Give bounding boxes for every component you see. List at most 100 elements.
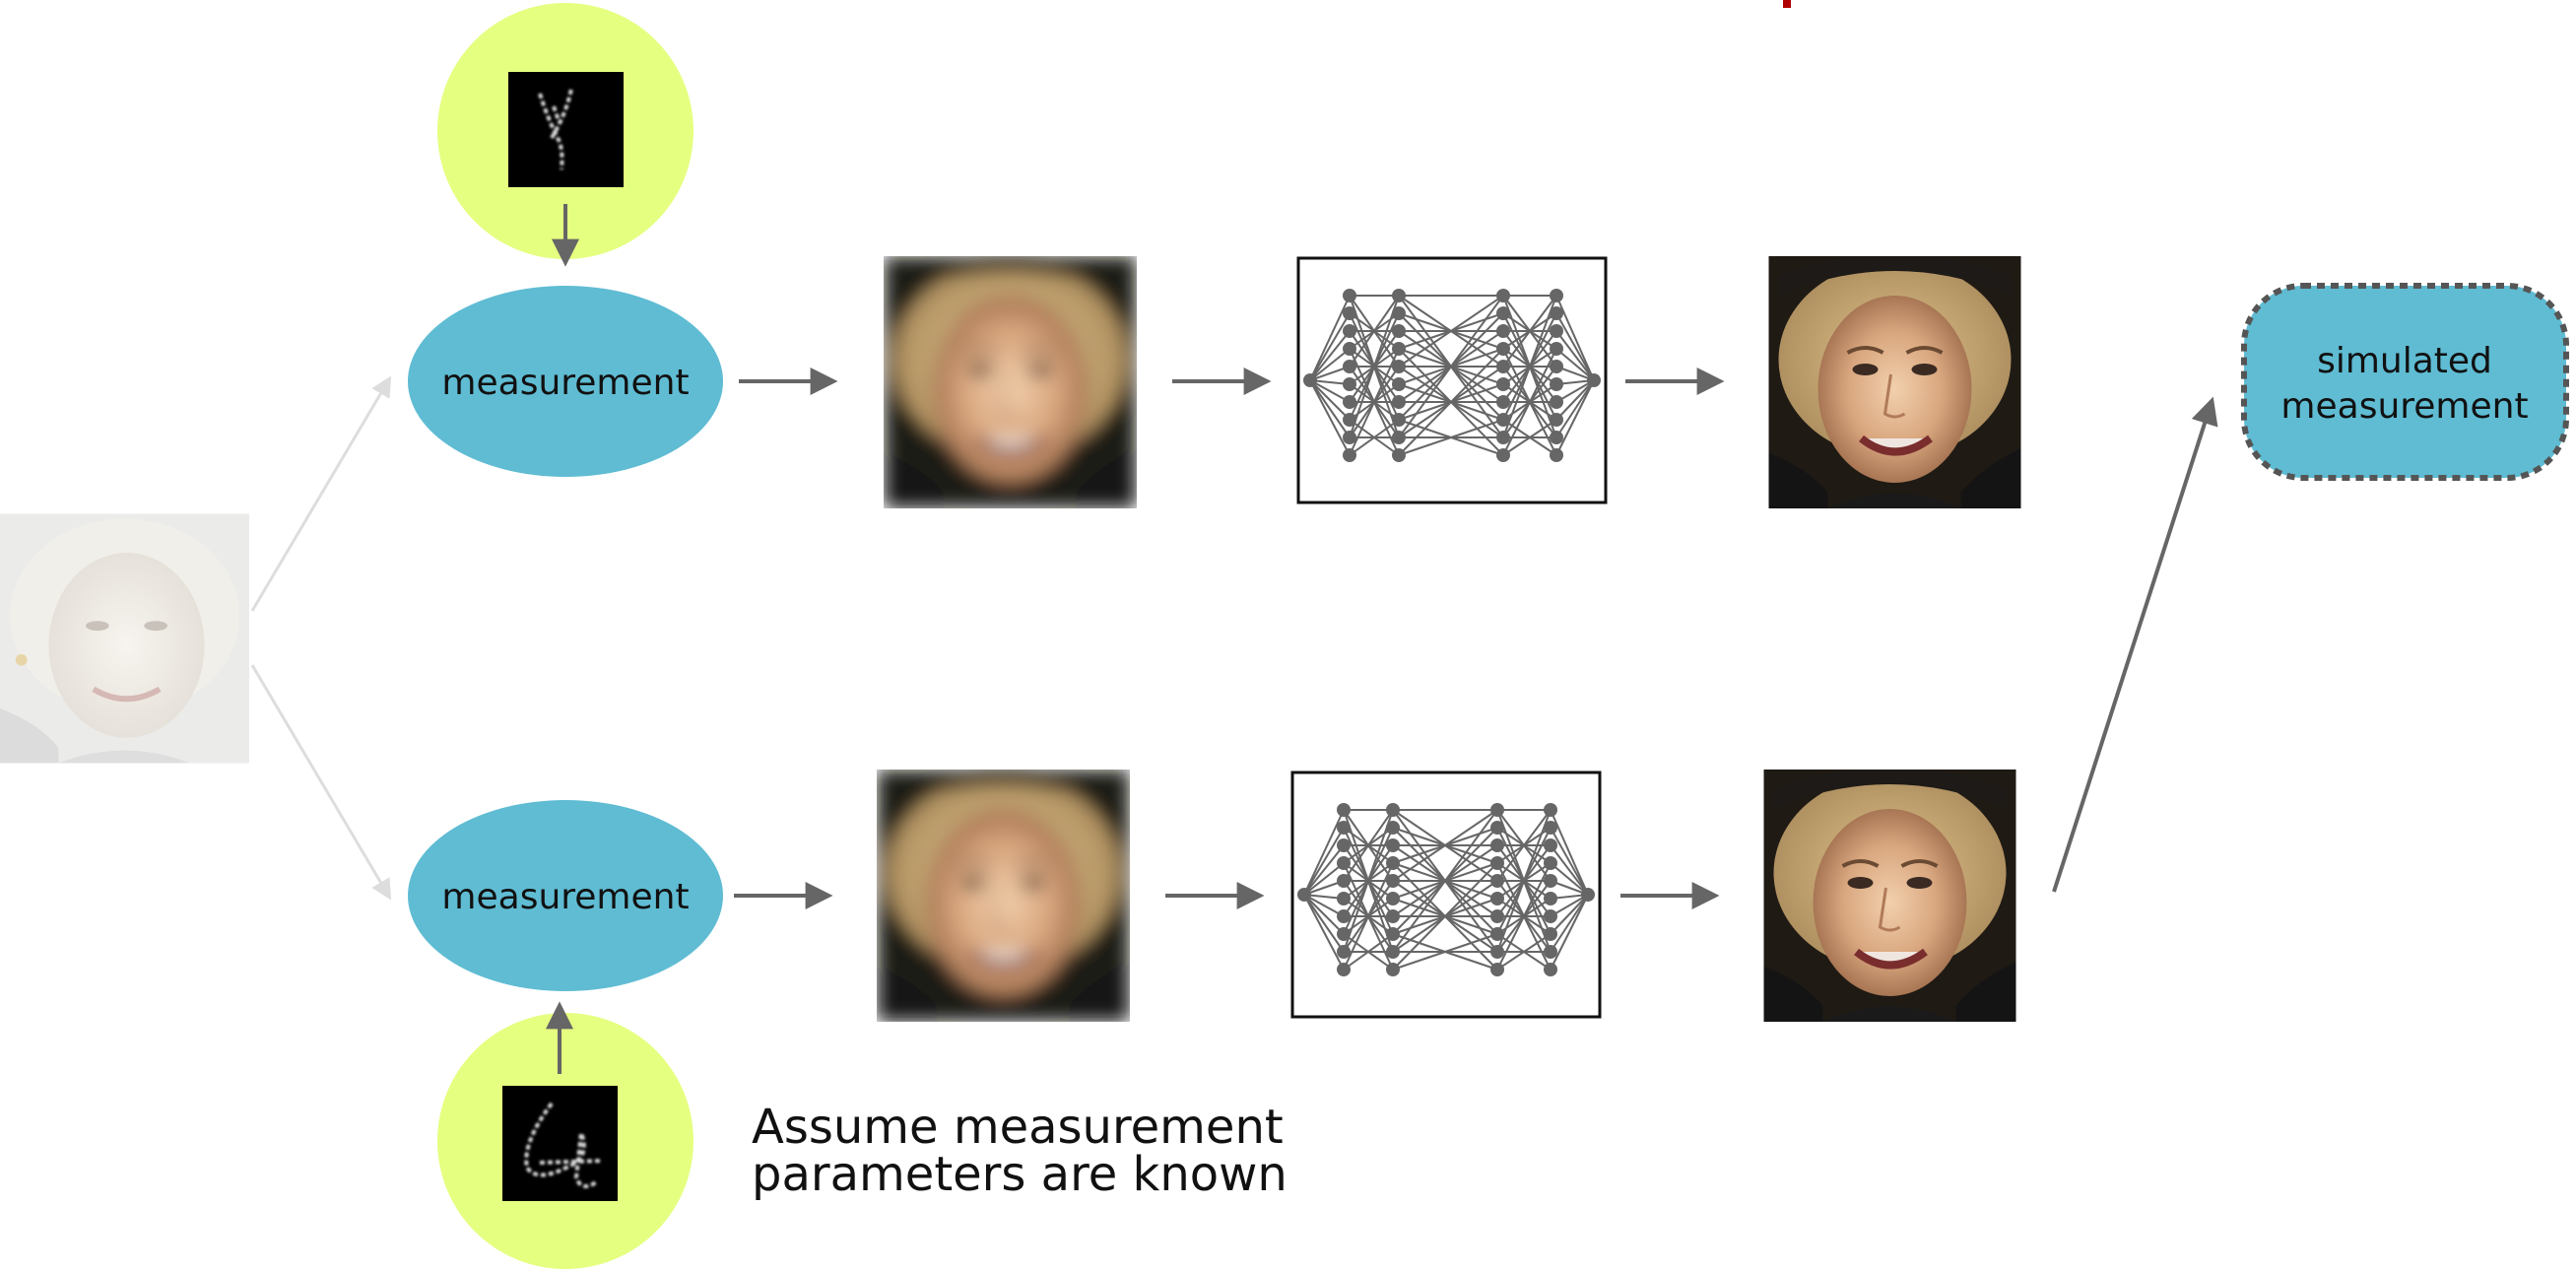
network-node [1550, 431, 1563, 444]
network-node [1496, 306, 1510, 320]
network-edge [1502, 348, 1557, 456]
network-node [1496, 448, 1510, 462]
network-node [1343, 448, 1356, 462]
network-node [1392, 324, 1406, 338]
network-node [1496, 342, 1510, 356]
arrow-reconstruction-to-simulated [2052, 396, 2218, 893]
network-node [1343, 413, 1356, 427]
network-node [1337, 963, 1351, 976]
network-edge [1309, 330, 1351, 381]
network-node [1343, 360, 1356, 373]
network-node [1544, 821, 1557, 835]
network-node [1496, 395, 1510, 409]
network-node [1392, 289, 1406, 302]
red-mark [1783, 0, 1791, 8]
network-node [1337, 945, 1351, 959]
network-node [1386, 963, 1400, 976]
network-node [1490, 892, 1504, 905]
network-edge [1550, 809, 1589, 896]
network-edge [1392, 862, 1498, 971]
network-node [1343, 342, 1356, 356]
network-edge [1349, 419, 1400, 456]
network-edge [1303, 809, 1345, 896]
network-edge [1309, 379, 1351, 456]
network-node [1392, 395, 1406, 409]
network-node [1303, 373, 1317, 387]
blurred-face-image-top [885, 254, 1137, 509]
network-edge [1555, 379, 1595, 403]
caption-line-1: Assume measurement [752, 1100, 1284, 1155]
network-edge [1349, 295, 1400, 368]
network-node [1496, 431, 1510, 444]
network-node [1386, 803, 1400, 817]
network-node [1343, 324, 1356, 338]
network-node [1297, 888, 1311, 902]
network-node [1544, 945, 1557, 959]
caption-line-2: parameters are known [752, 1147, 1288, 1202]
network-edge [1550, 862, 1589, 896]
network-node [1550, 360, 1563, 373]
network-edge [1392, 809, 1498, 953]
simulated-label-line1: simulated [2317, 341, 2492, 381]
network-edge [1398, 295, 1504, 438]
network-node [1490, 945, 1504, 959]
network-edge [1496, 809, 1552, 953]
network-node [1343, 289, 1356, 302]
network-edge [1398, 295, 1504, 368]
network-node [1544, 803, 1557, 817]
network-node [1343, 431, 1356, 444]
network-node [1550, 377, 1563, 391]
network-edge [1398, 419, 1504, 456]
network-node [1337, 927, 1351, 941]
network-edge [1303, 827, 1345, 896]
caption: Assume measurement parameters are known [752, 1104, 1288, 1198]
network-node [1544, 892, 1557, 905]
network-node [1490, 963, 1504, 976]
network-edge [1343, 809, 1394, 882]
network-node [1490, 856, 1504, 870]
simulated-label-line2: measurement [2280, 386, 2528, 427]
network-node [1550, 448, 1563, 462]
network-node [1550, 306, 1563, 320]
network-node [1587, 373, 1601, 387]
network-node [1386, 892, 1400, 905]
network-edge [1550, 844, 1589, 896]
network-node [1392, 360, 1406, 373]
network-edge [1303, 894, 1345, 935]
blurred-face-image-bottom [878, 768, 1130, 1023]
network-node [1550, 395, 1563, 409]
measurement-node-bottom: measurement [408, 800, 723, 991]
network-edge [1398, 348, 1504, 456]
handwritten-digit-1-icon [508, 72, 624, 187]
network-node [1550, 342, 1563, 356]
network-edge [1555, 312, 1595, 381]
network-edge [1309, 312, 1351, 381]
network-edge [1496, 809, 1552, 882]
network-edge [1303, 894, 1345, 917]
network-node [1544, 874, 1557, 888]
network-edge [1303, 880, 1345, 896]
network-node [1386, 909, 1400, 923]
network-node [1337, 874, 1351, 888]
network-node [1392, 431, 1406, 444]
network-node [1490, 838, 1504, 852]
network-edge [1309, 379, 1351, 403]
network-node [1392, 448, 1406, 462]
network-node [1544, 963, 1557, 976]
network-edge [1309, 348, 1351, 381]
network-node [1392, 413, 1406, 427]
network-node [1386, 821, 1400, 835]
network-node [1544, 856, 1557, 870]
network-edge [1550, 894, 1589, 953]
network-edge [1555, 295, 1595, 381]
network-edge [1349, 295, 1400, 438]
network-edge [1502, 419, 1557, 456]
network-edge [1349, 348, 1400, 456]
network-node [1337, 892, 1351, 905]
network-node [1544, 927, 1557, 941]
measurement-label-bottom: measurement [441, 877, 689, 917]
network-node [1337, 909, 1351, 923]
network-edge [1309, 379, 1351, 421]
network-edge [1555, 348, 1595, 381]
